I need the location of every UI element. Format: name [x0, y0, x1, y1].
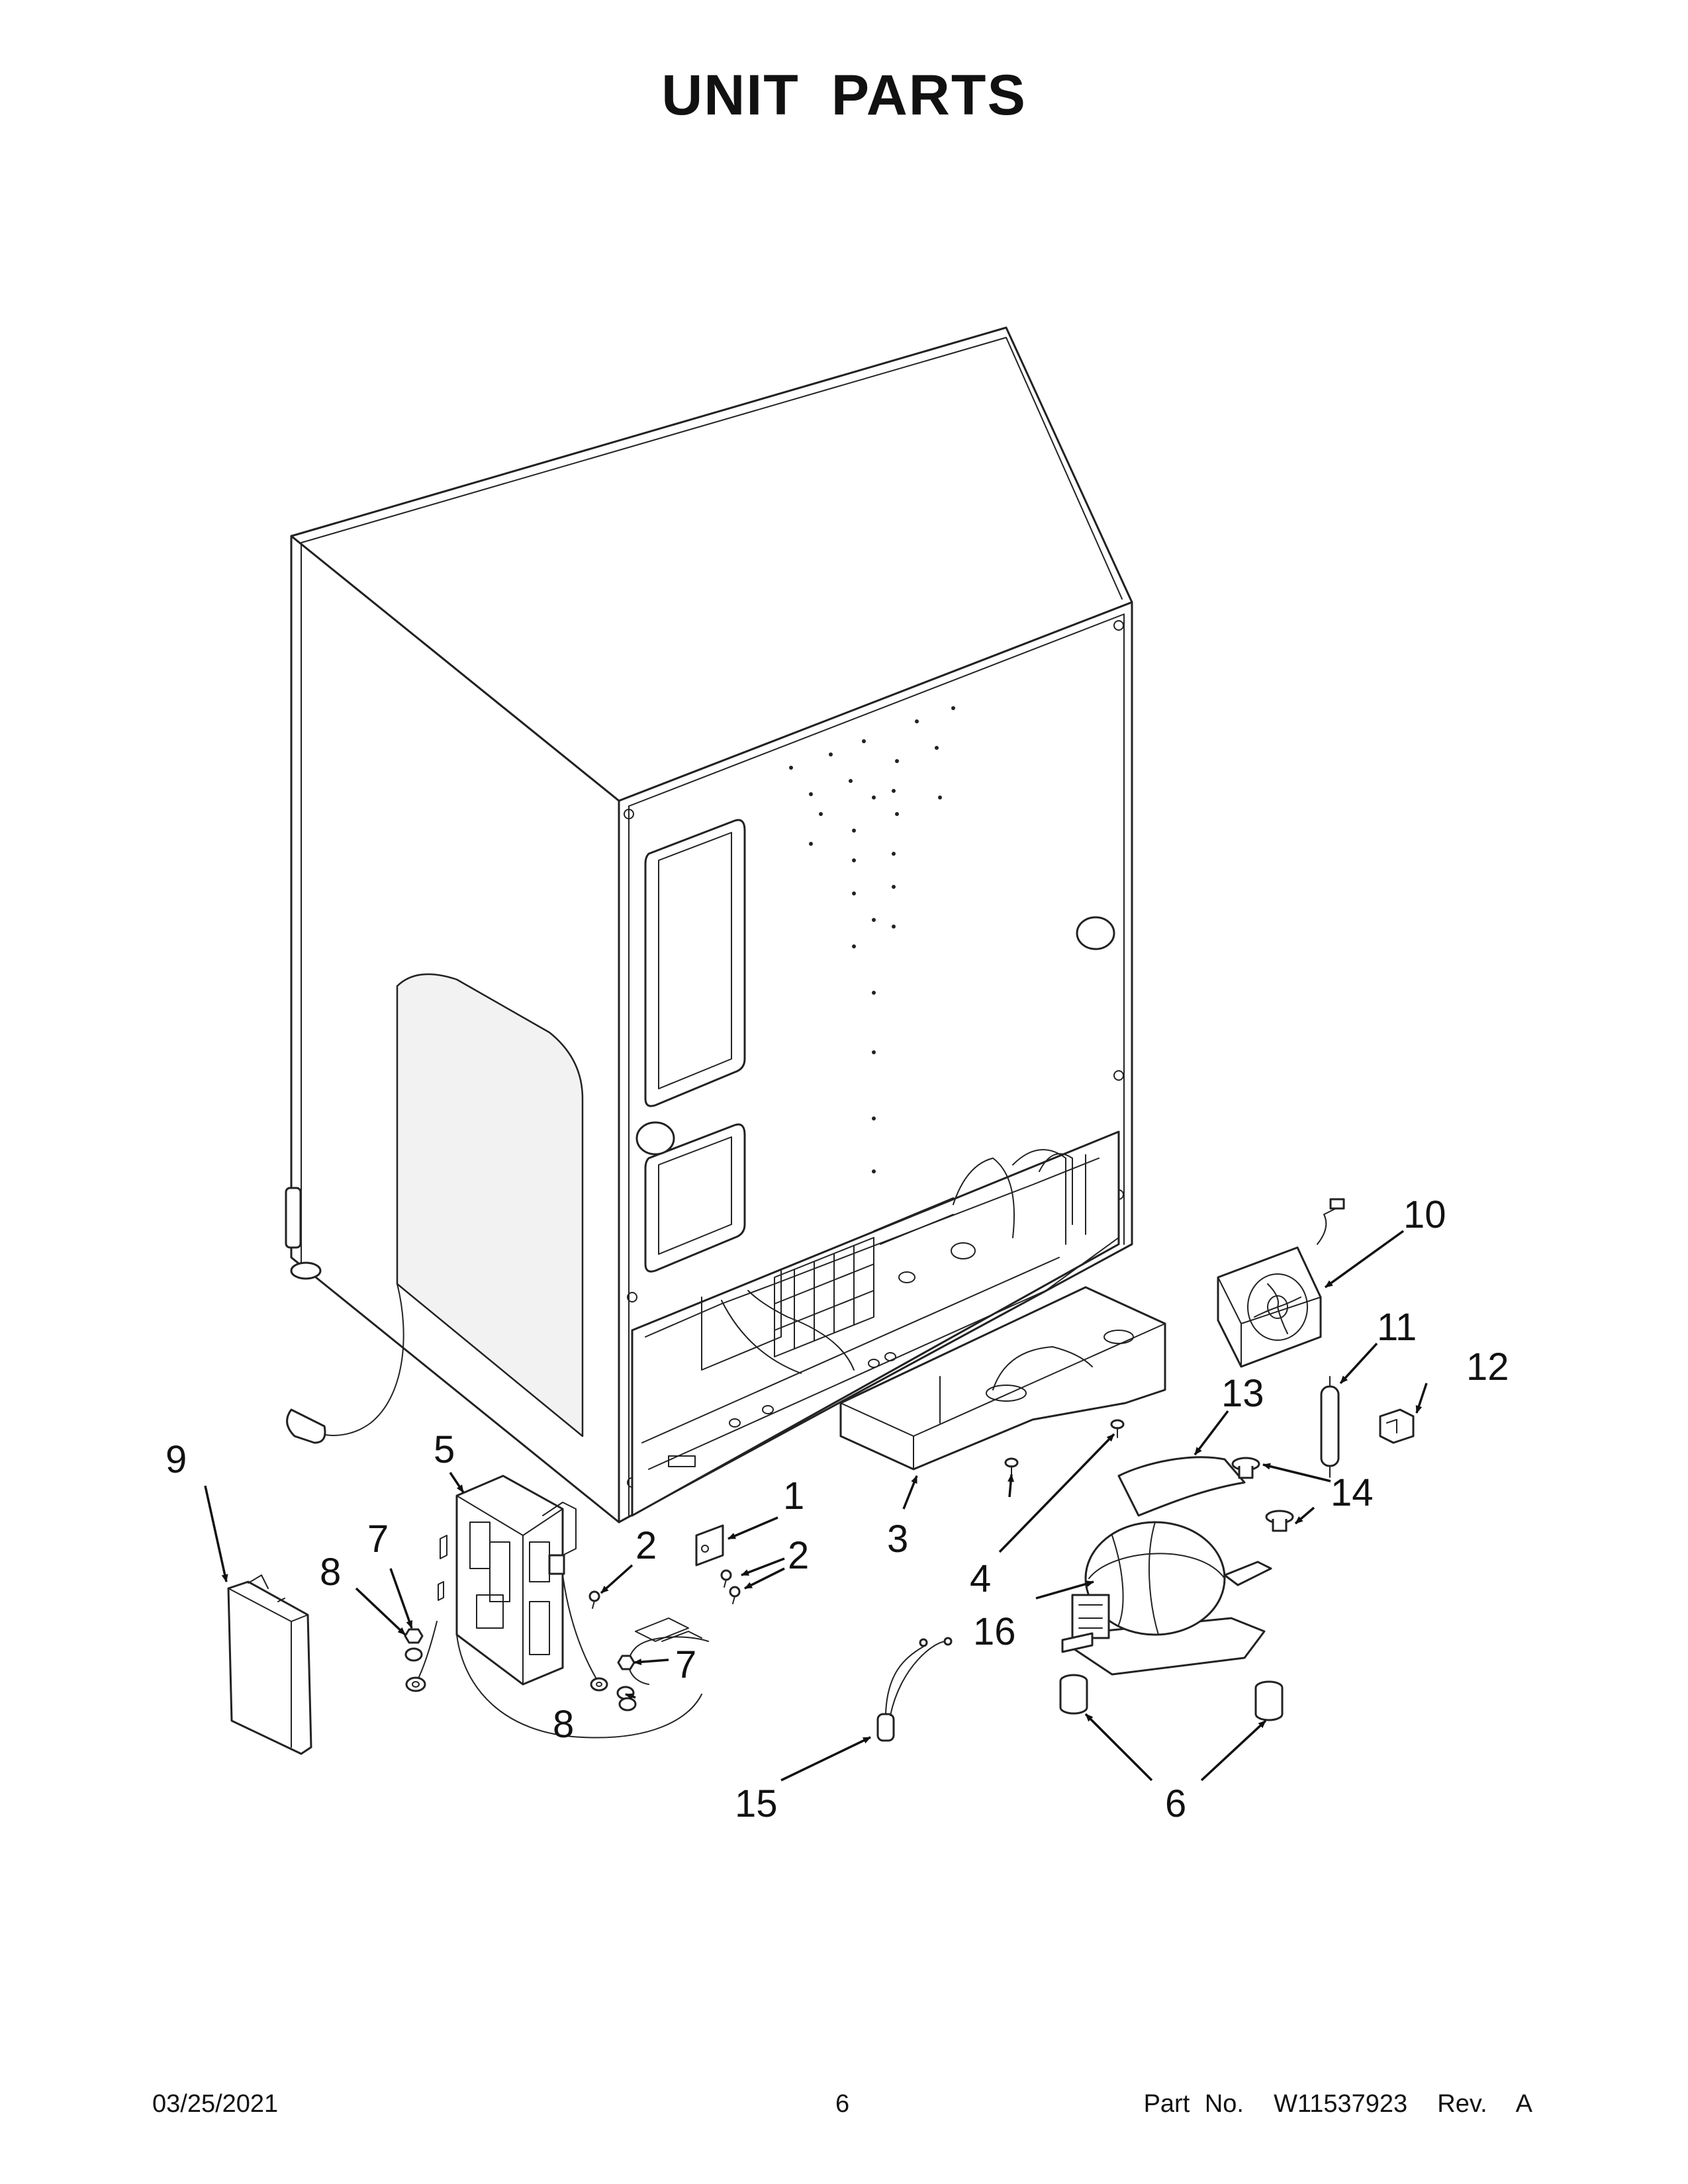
drain-pan — [839, 1286, 1166, 1471]
callout-8: 8 — [553, 1703, 574, 1746]
callout-labels: 1 2 2 3 4 5 6 7 7 8 8 9 10 11 12 13 14 1… — [165, 1193, 1509, 1825]
footer-page-number: 6 — [835, 2090, 850, 2118]
callout-15: 15 — [735, 1782, 778, 1825]
callout-3: 3 — [887, 1518, 908, 1561]
callout-2: 2 — [635, 1524, 657, 1567]
callout-1: 1 — [783, 1475, 804, 1518]
compressor-insulation — [1117, 1456, 1246, 1517]
callout-10: 10 — [1403, 1193, 1446, 1236]
callout-7: 7 — [675, 1643, 696, 1686]
callout-arrows — [204, 1230, 1428, 1782]
compressor-mounts — [1059, 1674, 1284, 1721]
pan-screws — [1004, 1419, 1125, 1478]
callout-2: 2 — [788, 1534, 809, 1577]
condenser-fan — [1217, 1198, 1345, 1368]
wire-harness — [416, 1574, 709, 1739]
callout-14: 14 — [1331, 1471, 1374, 1514]
bracket-and-screws — [588, 1524, 741, 1609]
callout-16: 16 — [973, 1610, 1016, 1653]
callout-4: 4 — [970, 1557, 991, 1600]
page-title: UNIT PARTS — [661, 64, 1027, 127]
callout-8: 8 — [320, 1551, 341, 1594]
callout-7: 7 — [367, 1518, 389, 1561]
control-cover — [227, 1574, 312, 1755]
grommets — [1231, 1457, 1294, 1532]
filter-dryer — [1320, 1376, 1340, 1478]
footer-date: 03/25/2021 — [152, 2090, 279, 2118]
callout-13: 13 — [1221, 1372, 1264, 1415]
callout-11: 11 — [1377, 1306, 1417, 1349]
callout-9: 9 — [165, 1438, 187, 1481]
start-capacitor — [876, 1637, 953, 1742]
callout-5: 5 — [434, 1428, 455, 1471]
machine-compartment — [631, 1130, 1120, 1517]
callout-12: 12 — [1466, 1345, 1509, 1388]
control-box — [438, 1475, 577, 1686]
footer-part-number: Part No. W11537923 Rev. A — [1143, 2090, 1532, 2118]
compressor — [1061, 1521, 1272, 1676]
callout-6: 6 — [1165, 1782, 1186, 1825]
tube-clip — [1379, 1408, 1415, 1444]
